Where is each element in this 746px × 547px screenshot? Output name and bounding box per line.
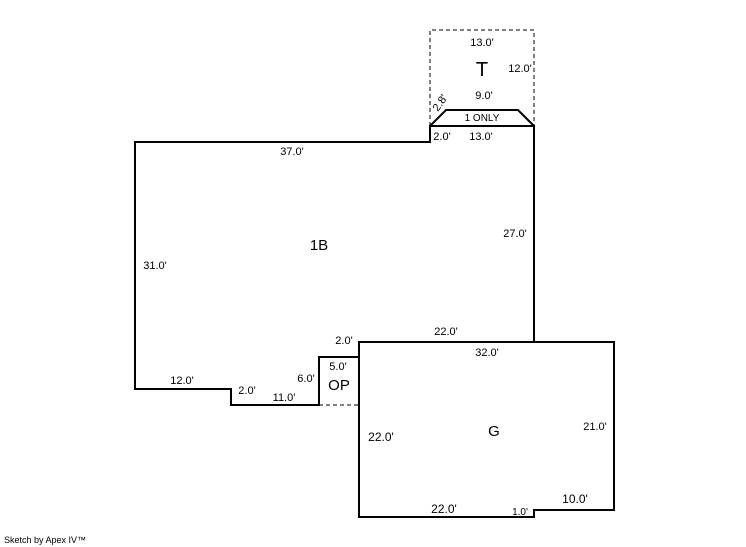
dim-label: 21.0'	[583, 421, 607, 433]
dim-label: 13.0'	[469, 131, 493, 143]
dim-label: 22.0'	[431, 502, 457, 516]
dim-label: 31.0'	[143, 260, 167, 272]
dim-label: 13.0'	[470, 37, 494, 49]
stair-trapezoid	[429, 109, 535, 127]
dim-label: 2.0'	[238, 385, 255, 397]
dim-label: 9.0'	[475, 90, 492, 102]
dim-label: 37.0'	[280, 146, 304, 158]
dim-label: 11.0'	[273, 392, 296, 404]
area-label-op: OP	[328, 377, 350, 394]
dim-label: 22.0'	[434, 326, 458, 338]
stair-note: 1 ONLY	[465, 113, 500, 124]
dim-label: 12.0'	[170, 375, 194, 387]
t-area-outline	[429, 29, 535, 126]
dim-label: 27.0'	[503, 228, 527, 240]
dim-label: 1.0'	[512, 507, 528, 518]
dim-label: 32.0'	[475, 347, 499, 359]
dim-label: 2.0'	[335, 335, 352, 347]
dim-label: 22.0'	[368, 430, 394, 444]
dim-label: 12.0'	[508, 63, 532, 75]
main-area-outline	[134, 125, 535, 406]
dim-label: 2.0'	[433, 131, 450, 143]
dim-label: 5.0'	[329, 361, 346, 373]
area-label-g: G	[488, 423, 500, 440]
area-label-1b: 1B	[310, 237, 328, 254]
dim-label: 6.0'	[297, 373, 314, 385]
garage-outline	[358, 341, 615, 518]
dim-label: 10.0'	[562, 492, 588, 506]
sketch-credit: Sketch by Apex IV™	[4, 535, 86, 545]
area-label-t: T	[476, 59, 488, 81]
